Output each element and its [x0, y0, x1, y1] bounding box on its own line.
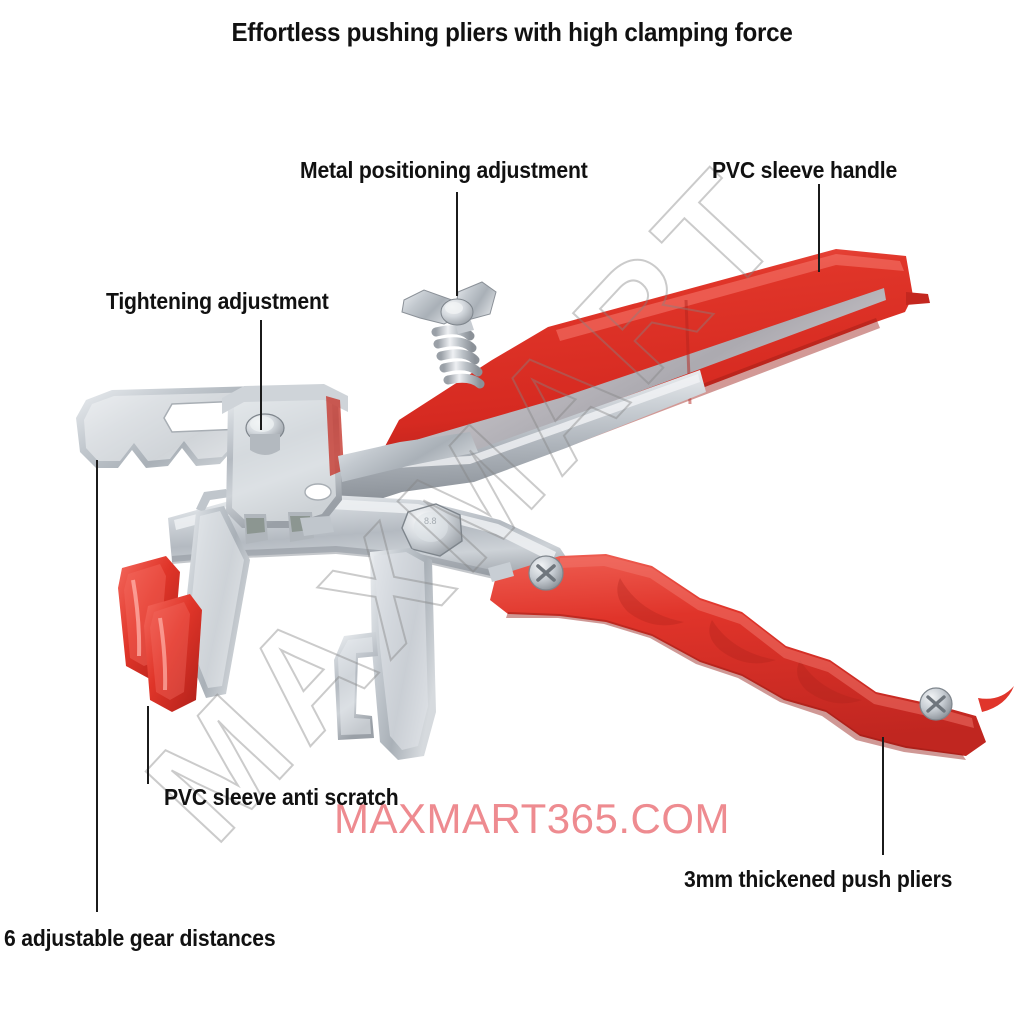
callout-label-pvc-sleeve-handle: PVC sleeve handle	[712, 157, 898, 183]
callout-label-pvc-sleeve-anti-scratch: PVC sleeve anti scratch	[164, 784, 399, 810]
leader-line-metal-positioning-adjustment	[456, 192, 458, 296]
callout-label-three-mm-thickened-push-pliers: 3mm thickened push pliers	[684, 866, 953, 892]
wing-nut-spring-assembly	[401, 281, 497, 389]
leader-line-three-mm-thickened-push-pliers	[882, 737, 884, 855]
leader-line-six-adjustable-gear-distances	[96, 460, 98, 912]
leader-line-pvc-sleeve-anti-scratch	[147, 706, 149, 784]
leader-line-pvc-sleeve-handle	[818, 184, 820, 272]
spring-coils	[431, 325, 485, 389]
grip-screw-front	[528, 555, 564, 591]
clamp-side-tongue	[300, 432, 478, 536]
grip-screw-rear	[919, 687, 953, 721]
callout-label-six-adjustable-gear-distances: 6 adjustable gear distances	[4, 925, 276, 951]
callout-label-tightening-adjustment: Tightening adjustment	[106, 288, 329, 314]
pvc-anti-scratch-sleeves	[118, 506, 250, 712]
center-hex-bolt: 8.8	[401, 503, 463, 557]
callout-label-metal-positioning-adjustment: Metal positioning adjustment	[300, 157, 588, 183]
lower-red-grip-handle	[488, 554, 1014, 760]
leader-line-tightening-adjustment	[260, 320, 262, 430]
tightening-bolt	[245, 413, 285, 455]
steel-foot-hook	[334, 548, 436, 760]
page-title: Effortless pushing pliers with high clam…	[231, 17, 793, 47]
wing-nut	[401, 281, 497, 326]
metal-clamp-block	[222, 384, 348, 544]
svg-text:8.8: 8.8	[424, 516, 437, 526]
